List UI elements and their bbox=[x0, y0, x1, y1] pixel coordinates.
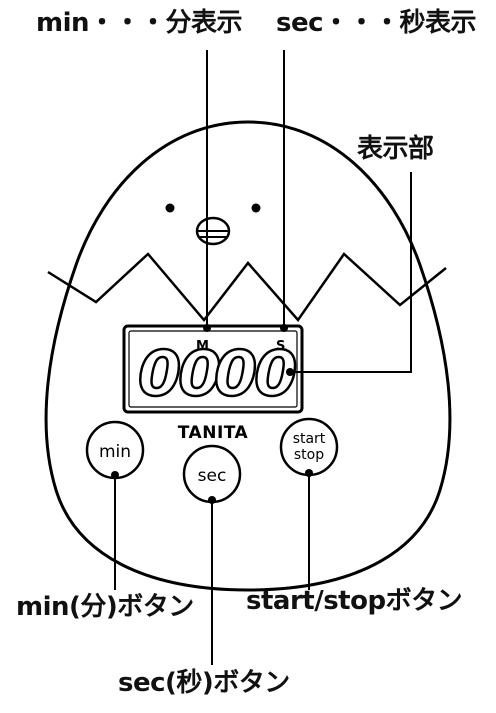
dot-start-stop-button bbox=[305, 469, 313, 477]
display-min-marker: M bbox=[196, 339, 209, 354]
display-seconds: 00 bbox=[214, 337, 295, 410]
brand-logo: TANITA bbox=[178, 423, 249, 443]
callout-display-section: 表示部 bbox=[357, 134, 434, 164]
callout-start-stop-button: start/stopボタン bbox=[246, 586, 463, 616]
dot-min-display bbox=[203, 324, 211, 332]
leader-lines bbox=[114, 50, 412, 665]
display-minutes: 00 bbox=[138, 337, 219, 410]
start-stop-button[interactable]: start stop bbox=[279, 417, 339, 477]
dot-display-section bbox=[286, 368, 294, 376]
display-sec-marker: S bbox=[276, 339, 285, 354]
min-button-label: min bbox=[99, 442, 131, 462]
min-button[interactable]: min bbox=[85, 420, 145, 480]
dot-min-button bbox=[111, 471, 119, 479]
left-eye bbox=[165, 203, 175, 213]
callout-sec-display: sec・・・秒表示 bbox=[276, 8, 477, 38]
lcd-display-frame bbox=[122, 324, 304, 414]
sec-button[interactable]: sec bbox=[182, 444, 242, 504]
dot-sec-display bbox=[280, 324, 288, 332]
stop-button-label: stop bbox=[294, 447, 324, 463]
shell-crack-line bbox=[47, 252, 447, 323]
start-button-label: start bbox=[293, 431, 326, 447]
callout-sec-button: sec(秒)ボタン bbox=[118, 668, 290, 698]
leader-dots bbox=[111, 324, 313, 504]
callout-min-button: min(分)ボタン bbox=[16, 592, 194, 622]
callout-min-display: min・・・分表示 bbox=[36, 8, 243, 38]
sec-button-label: sec bbox=[198, 466, 227, 486]
right-eye bbox=[251, 203, 261, 213]
leader-display-section bbox=[290, 172, 412, 373]
dot-sec-button bbox=[208, 496, 216, 504]
lcd-display-inner bbox=[128, 330, 298, 408]
